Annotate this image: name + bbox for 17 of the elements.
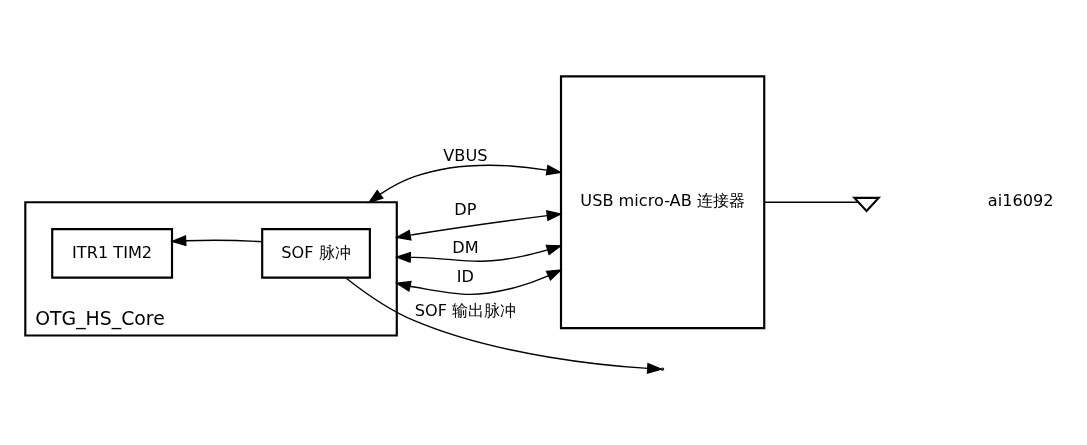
edge-label: DM bbox=[452, 237, 479, 257]
arrow bbox=[394, 209, 563, 241]
node-box: USB micro-AB 连接器 bbox=[559, 74, 766, 329]
arrow bbox=[394, 268, 563, 295]
node-box: ITR1 TIM2 bbox=[51, 227, 174, 279]
arrow bbox=[394, 244, 563, 263]
arrow bbox=[170, 234, 263, 246]
edge-label: ID bbox=[456, 266, 475, 286]
edge-label: DP bbox=[454, 199, 477, 219]
edge-label: VBUS bbox=[443, 145, 488, 165]
edge-label: SOF 输出脉冲 bbox=[414, 300, 517, 320]
node-box: SOF 脉冲 bbox=[261, 227, 371, 279]
label: ai16092 bbox=[987, 190, 1054, 210]
node-ground bbox=[851, 196, 882, 213]
arrow bbox=[344, 276, 664, 374]
connector bbox=[763, 201, 859, 203]
arrow bbox=[367, 163, 563, 203]
